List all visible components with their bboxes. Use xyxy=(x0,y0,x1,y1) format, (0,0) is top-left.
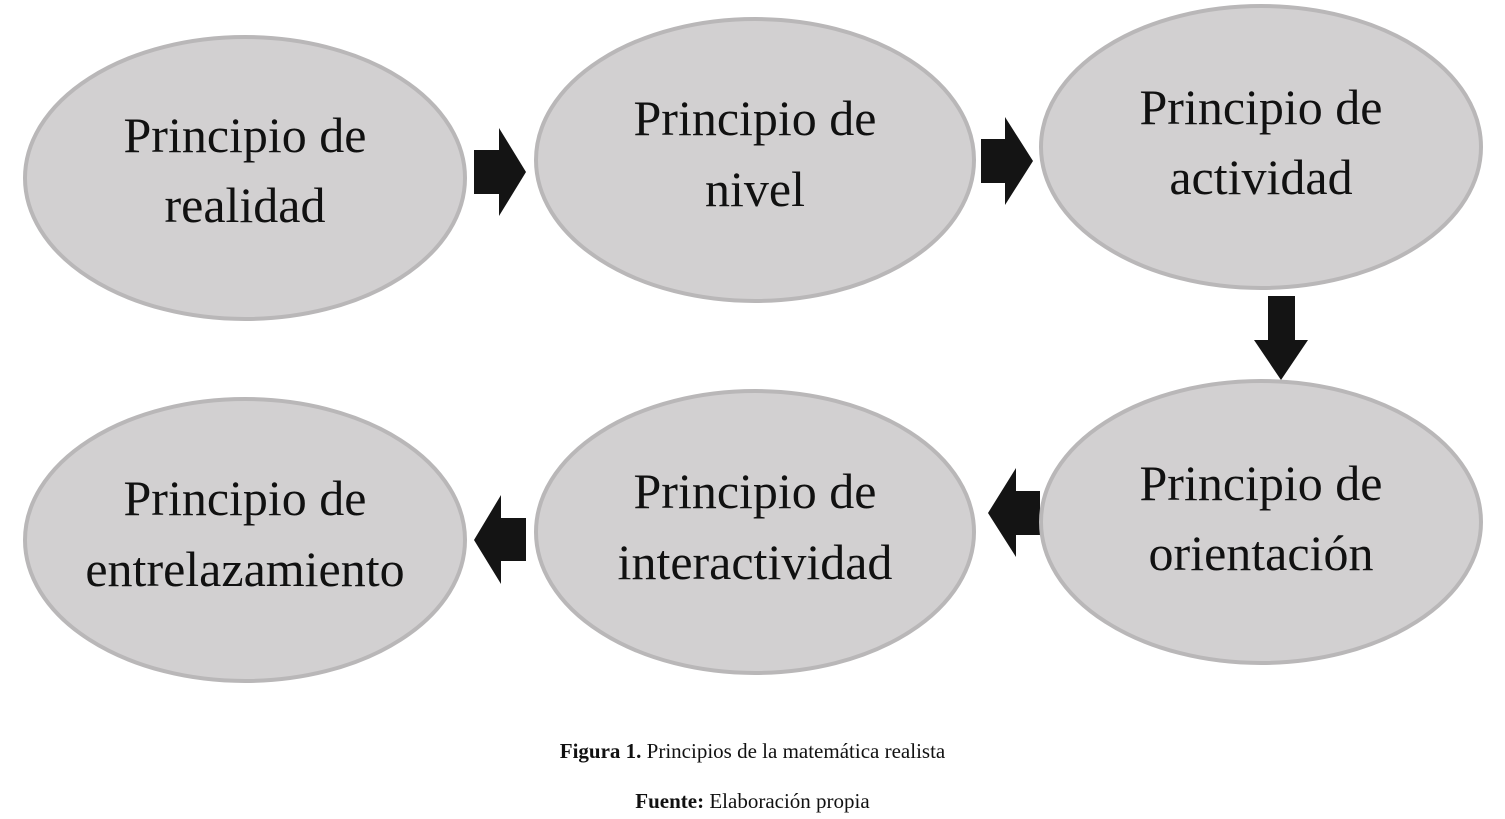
node-actividad: Principio de actividad xyxy=(1039,4,1483,290)
figure-caption: Figura 1. Principios de la matemática re… xyxy=(0,739,1505,764)
node-interactividad: Principio de interactividad xyxy=(534,389,976,675)
arrow-right-icon xyxy=(981,117,1033,205)
flow-diagram: Principio de realidad Principio de nivel… xyxy=(23,4,1483,683)
node-label: nivel xyxy=(705,161,805,217)
node-label: Principio de xyxy=(1139,455,1382,511)
arrow-left-icon xyxy=(474,495,526,584)
arrow-left-icon xyxy=(988,468,1040,557)
node-realidad: Principio de realidad xyxy=(23,35,467,321)
node-label: realidad xyxy=(164,177,325,233)
source-label: Fuente: xyxy=(635,789,705,813)
figure-title: Principios de la matemática realista xyxy=(646,739,946,763)
node-label: Principio de xyxy=(123,107,366,163)
node-label: orientación xyxy=(1149,525,1374,581)
arrow-right-icon xyxy=(474,128,526,216)
source-caption: Fuente: Elaboración propia xyxy=(0,789,1505,814)
figure-label: Figura 1. xyxy=(559,739,642,763)
node-label: entrelazamiento xyxy=(85,541,404,597)
node-label: actividad xyxy=(1169,149,1352,205)
node-label: interactividad xyxy=(618,534,893,590)
node-label: Principio de xyxy=(633,463,876,519)
node-nivel: Principio de nivel xyxy=(534,17,976,303)
source-text: Elaboración propia xyxy=(709,789,870,813)
arrow-down-icon xyxy=(1254,296,1308,380)
node-label: Principio de xyxy=(123,470,366,526)
node-orientacion: Principio de orientación xyxy=(1039,379,1483,665)
node-entrelazamiento: Principio de entrelazamiento xyxy=(23,397,467,683)
node-label: Principio de xyxy=(633,90,876,146)
node-label: Principio de xyxy=(1139,79,1382,135)
